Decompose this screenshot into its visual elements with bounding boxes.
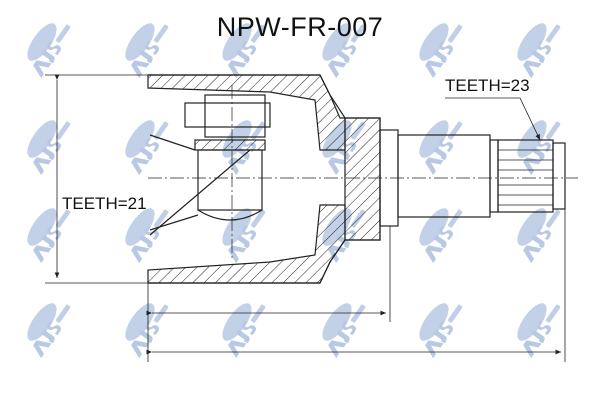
ajs-parts-watermark-logo (419, 23, 463, 79)
ajs-parts-watermark-logo (419, 208, 463, 264)
part-number-title: NPW-FR-007 (216, 12, 384, 42)
ajs-parts-watermark-logo (125, 120, 169, 176)
ajs-parts-watermark-logo (222, 23, 266, 79)
ajs-parts-watermark-logo (517, 303, 561, 359)
ajs-parts-watermark-logo (27, 120, 71, 176)
ajs-parts-watermark-logo (27, 303, 71, 359)
ajs-parts-watermark-logo (517, 208, 561, 264)
ajs-parts-watermark-logo (322, 23, 366, 79)
ajs-parts-watermark-logo (125, 23, 169, 79)
ajs-parts-watermark-logo (419, 303, 463, 359)
teeth-left-label: TEETH=21 (62, 194, 147, 213)
ajs-parts-watermark-logo (125, 208, 169, 264)
ajs-parts-watermark-logo (517, 23, 561, 79)
ajs-parts-watermark-logo (27, 23, 71, 79)
teeth-right-label: TEETH=23 (445, 76, 530, 95)
